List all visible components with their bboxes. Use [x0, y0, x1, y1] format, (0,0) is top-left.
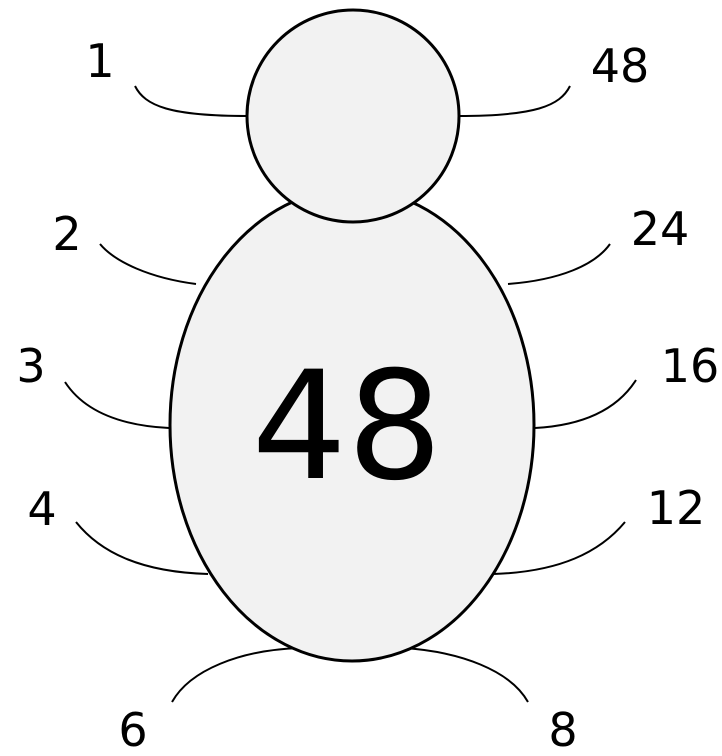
leg-left-1	[135, 86, 248, 116]
factor-right-2: 24	[631, 202, 690, 256]
leg-right-3	[535, 380, 636, 428]
factor-left-3: 3	[16, 339, 45, 393]
factor-left-1: 1	[85, 34, 114, 88]
factor-right-1: 48	[591, 39, 650, 93]
factor-left-4: 4	[27, 482, 56, 536]
factor-bottom-left: 6	[118, 703, 147, 756]
leg-left-3	[65, 382, 169, 428]
leg-bottom-right	[405, 648, 528, 702]
center-number: 48	[252, 340, 443, 514]
leg-right-2	[508, 244, 610, 284]
leg-left-2	[100, 244, 196, 284]
factor-right-4: 12	[647, 481, 706, 535]
factor-right-3: 16	[661, 339, 720, 393]
bug-head	[247, 10, 459, 222]
leg-right-1	[458, 86, 570, 116]
leg-bottom-left	[172, 648, 300, 702]
factor-bottom-right: 8	[548, 703, 577, 756]
factor-left-2: 2	[52, 207, 81, 261]
